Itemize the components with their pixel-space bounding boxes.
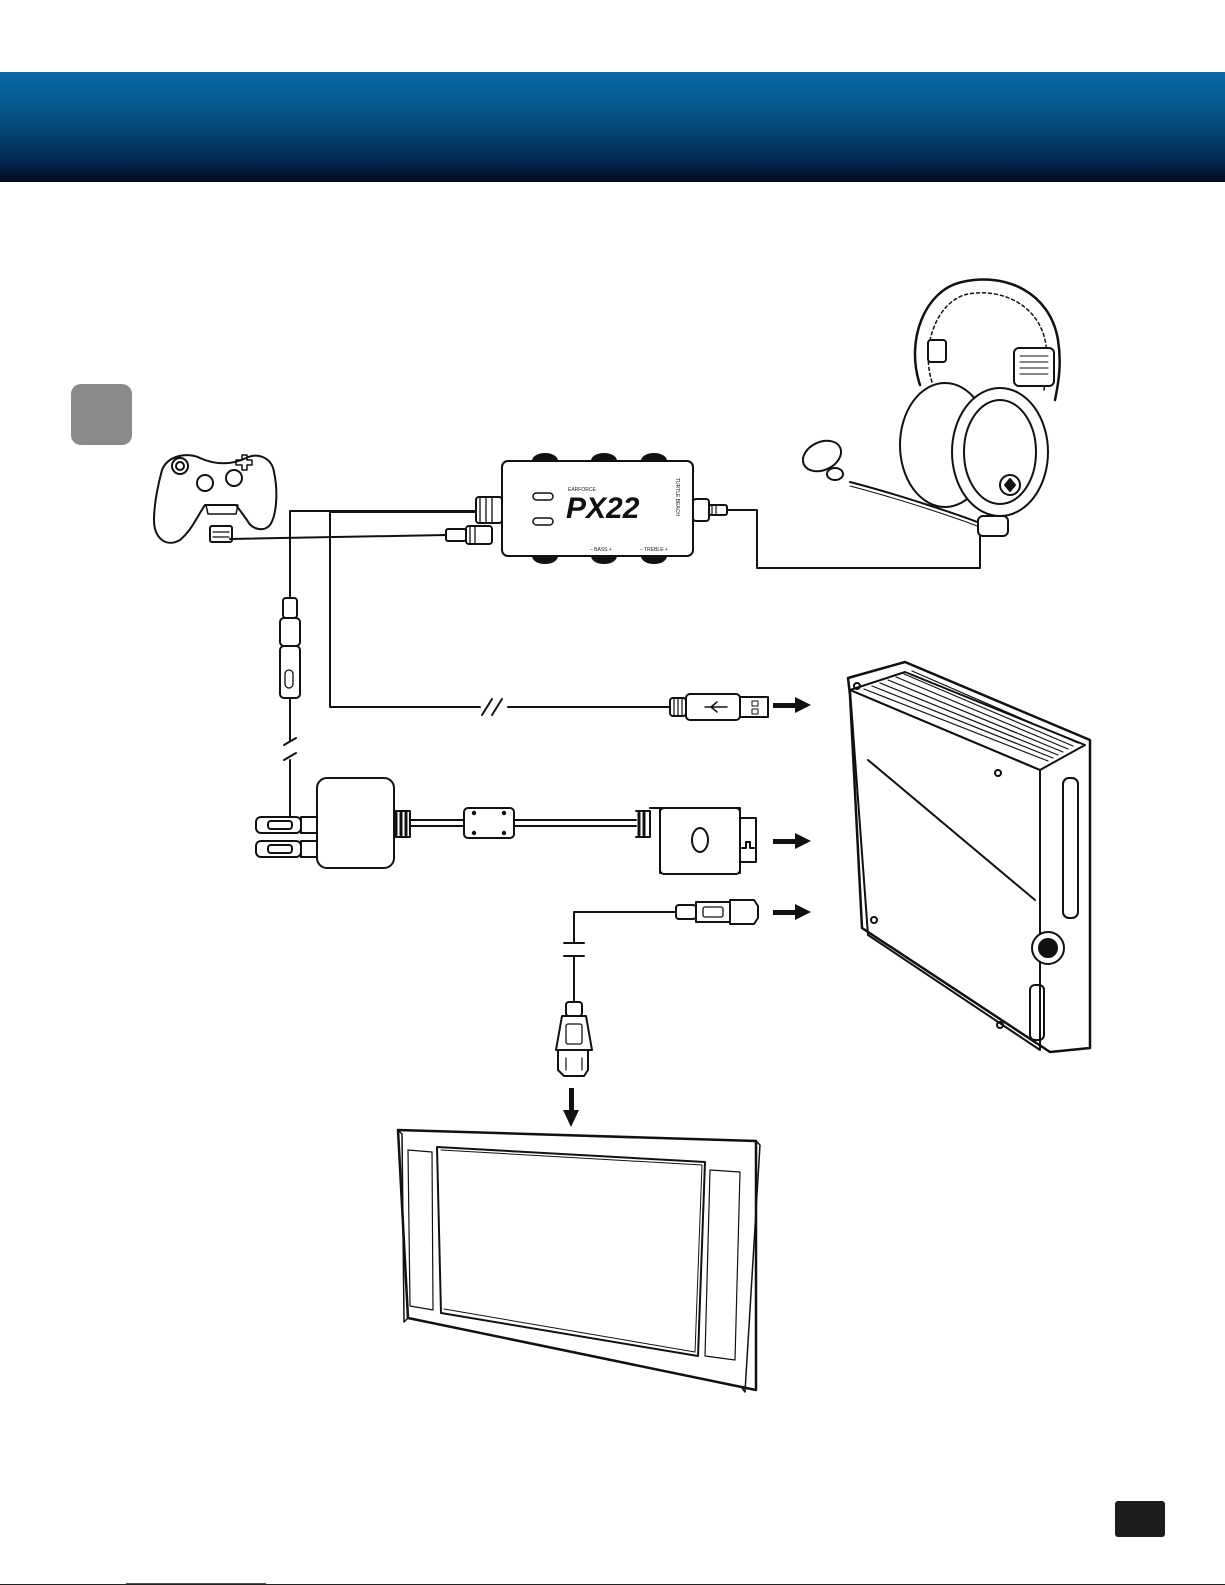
hdmi-plug-icon: [556, 900, 758, 1076]
amplifier-icon: EARFORCE PX22 TURTLE BEACH – BASS + – TR…: [446, 454, 727, 563]
av-adapter-icon: [256, 778, 756, 874]
controller-icon: [154, 455, 276, 543]
page-number-tab: [1115, 1501, 1165, 1537]
amp-treble-label: – TREBLE +: [640, 547, 668, 553]
amp-side-brand: TURTLE BEACH: [674, 478, 680, 516]
arrow-icon: [773, 697, 811, 920]
tv-icon: [398, 1130, 760, 1392]
amp-model-logo: PX22: [566, 492, 640, 525]
amp-bass-label: – BASS +: [590, 547, 612, 553]
console-icon: [848, 662, 1090, 1052]
chat-cable-icon: [280, 598, 300, 812]
arrow-down-icon: [563, 1088, 579, 1127]
headset-icon: [798, 279, 1060, 536]
